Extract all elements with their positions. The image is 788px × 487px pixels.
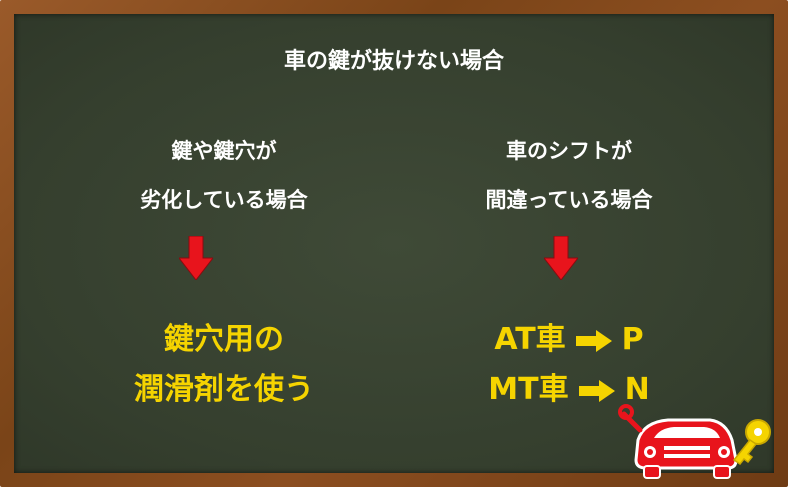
- left-condition-line2: 劣化している場合: [140, 188, 308, 212]
- mt-target: N: [624, 372, 650, 407]
- at-shift-row: AT車 P: [404, 314, 734, 358]
- left-condition-line1: 鍵や鍵穴が: [171, 139, 277, 163]
- car-key-mascot-icon: [618, 404, 771, 479]
- right-condition-line2: 間違っている場合: [485, 188, 653, 212]
- mt-label: MT車: [488, 372, 569, 407]
- red-down-arrow-icon: [179, 236, 213, 280]
- page-title: 車の鍵が抜けない場合: [283, 49, 504, 74]
- yellow-right-arrow-icon: [578, 379, 615, 402]
- mt-shift-row: MT車 N: [404, 364, 734, 408]
- red-down-arrow-icon: [544, 236, 578, 280]
- left-solution-line1: 鍵穴用の: [164, 322, 284, 357]
- left-solution-line2: 潤滑剤を使う: [134, 372, 314, 407]
- chalkboard: 車の鍵が抜けない場合 鍵や鍵穴が 劣化している場合 車のシフトが 間違っている場…: [14, 14, 774, 473]
- right-condition-line1: 車のシフトが: [506, 139, 632, 163]
- yellow-right-arrow-icon: [575, 329, 612, 352]
- at-label: AT車: [494, 322, 566, 357]
- at-target: P: [621, 322, 644, 357]
